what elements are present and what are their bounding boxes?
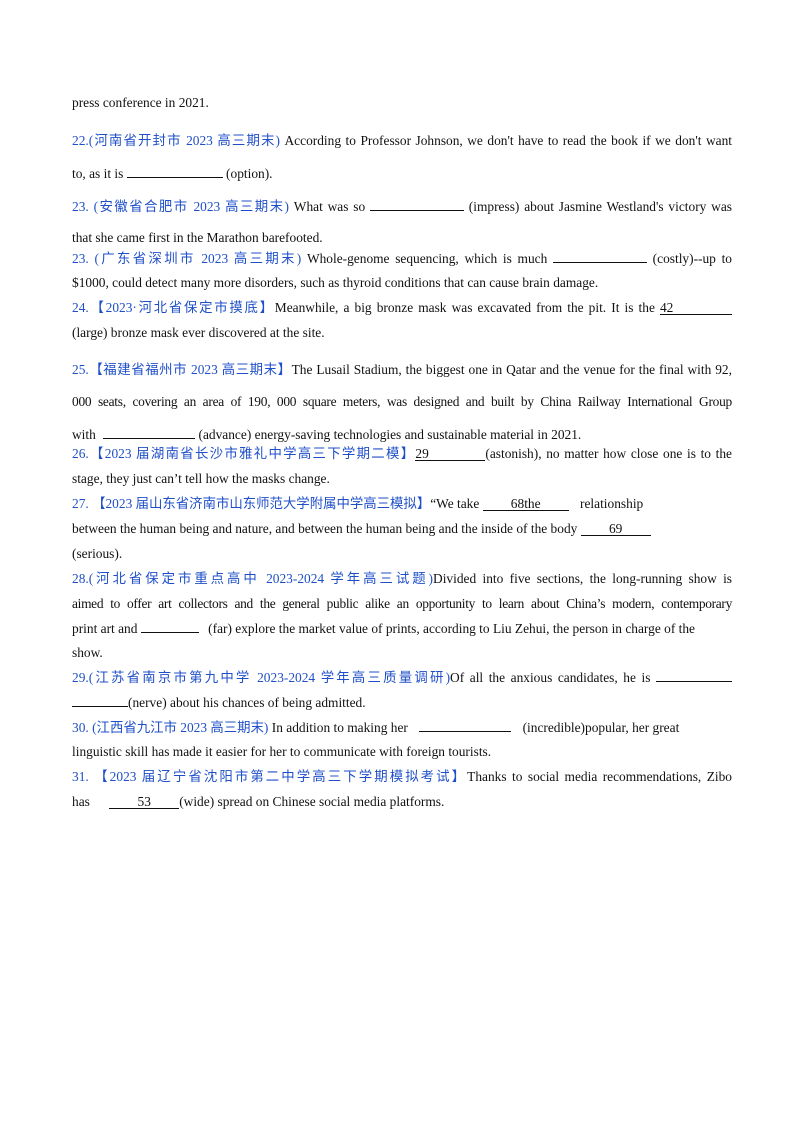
question-source: (河北省保定市重点高中 2023-2024 学年高三试题) bbox=[88, 571, 434, 586]
question-24-line-1: 24.【2023·河北省保定市摸底】Meanwhile, a big bronz… bbox=[72, 299, 732, 317]
question-23b-line-2: $1000, could detect many more disorders,… bbox=[72, 275, 599, 290]
question-text: Of all the anxious candidates, he is bbox=[450, 670, 656, 685]
question-number: 31. bbox=[72, 769, 95, 784]
question-23b-line-1: 23. (广东省深圳市 2023 高三期末) Whole-genome sequ… bbox=[72, 249, 732, 268]
question-text: (option). bbox=[222, 166, 273, 181]
question-number: 30. bbox=[72, 720, 93, 735]
question-number: 24. bbox=[72, 300, 89, 315]
question-source: 【2023 届辽宁省沈阳市第二中学高三下学期模拟考试】 bbox=[94, 769, 468, 784]
question-source: 【福建省福州市 2023 高三期末】 bbox=[88, 362, 292, 377]
question-source: 【2023 届山东省济南市山东师范大学附属中学高三模拟】 bbox=[92, 496, 431, 511]
question-text: print art and bbox=[72, 621, 141, 636]
question-text: (far) explore the market value of prints… bbox=[204, 621, 695, 636]
question-number: 26. bbox=[72, 446, 89, 461]
question-text: Whole-genome sequencing, which is much bbox=[301, 251, 553, 266]
question-29-line-2: (nerve) about his chances of being admit… bbox=[72, 693, 732, 712]
question-number: 25. bbox=[72, 362, 89, 377]
question-text: What was so bbox=[288, 199, 370, 214]
question-source: (安徽省合肥市 2023 高三期末) bbox=[93, 199, 289, 214]
question-text: Divided into five sections, the long-run… bbox=[433, 571, 732, 586]
question-28-line-3: print art and (far) explore the market v… bbox=[72, 619, 732, 638]
question-text: Meanwhile, a big bronze mask was excavat… bbox=[274, 300, 660, 315]
question-text: to, as it is bbox=[72, 166, 127, 181]
question-text: “We take bbox=[430, 496, 483, 511]
question-25-line-3: with (advance) energy-saving technologie… bbox=[72, 425, 732, 444]
question-25-line-2: 000 seats, covering an area of 190, 000 … bbox=[72, 394, 732, 409]
question-source: (江苏省南京市第九中学 2023-2024 学年高三质量调研) bbox=[88, 670, 451, 685]
question-30-line-1: 30. (江西省九江市 2023 高三期末) In addition to ma… bbox=[72, 718, 732, 737]
answer-blank[interactable] bbox=[126, 164, 223, 178]
question-29-line-1: 29.(江苏省南京市第九中学 2023-2024 学年高三质量调研)Of all… bbox=[72, 668, 732, 687]
question-source: 【2023·河北省保定市摸底】 bbox=[88, 300, 275, 315]
question-text: Thanks to social media recommendations, … bbox=[467, 769, 732, 784]
question-text: (astonish), no matter how close one is t… bbox=[485, 446, 732, 461]
question-26-line-2: stage, they just can’t tell how the mask… bbox=[72, 471, 330, 486]
question-source: (河南省开封市 2023 高三期末) bbox=[88, 133, 281, 148]
answer-blank[interactable]: 69 bbox=[580, 522, 651, 536]
question-28-line-4: show. bbox=[72, 645, 103, 660]
question-number: 23. bbox=[72, 199, 94, 214]
question-31-line-2: has 53(wide) spread on Chinese social me… bbox=[72, 793, 732, 811]
question-25-line-1: 25.【福建省福州市 2023 高三期末】The Lusail Stadium,… bbox=[72, 361, 732, 379]
question-number: 27. bbox=[72, 496, 93, 511]
question-22-line-2: to, as it is (option). bbox=[72, 164, 732, 183]
question-27-line-2: between the human being and nature, and … bbox=[72, 520, 732, 538]
question-24-line-2: (large) bronze mask ever discovered at t… bbox=[72, 325, 325, 340]
question-26-line-1: 26.【2023 届湖南省长沙市雅礼中学高三下学期二模】29(astonish)… bbox=[72, 445, 732, 463]
answer-blank[interactable]: 29 bbox=[415, 447, 486, 461]
answer-blank[interactable] bbox=[103, 425, 196, 439]
answer-blank[interactable] bbox=[140, 619, 199, 633]
question-31-line-1: 31. 【2023 届辽宁省沈阳市第二中学高三下学期模拟考试】Thanks to… bbox=[72, 768, 732, 786]
question-number: 22. bbox=[72, 133, 89, 148]
question-number: 29. bbox=[72, 670, 89, 685]
question-text: (nerve) about his chances of being admit… bbox=[128, 695, 366, 710]
question-text: between the human being and nature, and … bbox=[72, 521, 581, 536]
question-number: 28. bbox=[72, 571, 89, 586]
question-28-line-2: aimed to offer art collectors and the ge… bbox=[72, 596, 732, 611]
question-23a-line-2: that she came first in the Marathon bare… bbox=[72, 230, 323, 245]
question-28-line-1: 28.(河北省保定市重点高中 2023-2024 学年高三试题)Divided … bbox=[72, 570, 732, 588]
question-text: relationship bbox=[576, 496, 644, 511]
answer-blank[interactable]: 42 bbox=[659, 301, 732, 315]
question-text: (advance) energy-saving technologies and… bbox=[195, 427, 582, 442]
question-text: with bbox=[72, 427, 100, 442]
question-27-line-3: (serious). bbox=[72, 546, 123, 561]
answer-blank[interactable] bbox=[369, 197, 464, 211]
question-text: (costly)--up to bbox=[646, 251, 732, 266]
question-23a-line-1: 23. (安徽省合肥市 2023 高三期末) What was so (impr… bbox=[72, 197, 732, 216]
question-text: has bbox=[72, 794, 94, 809]
answer-blank[interactable] bbox=[655, 668, 732, 682]
answer-blank[interactable]: 68the bbox=[482, 497, 569, 511]
answer-blank-continued[interactable] bbox=[72, 693, 128, 707]
answer-blank[interactable] bbox=[419, 718, 512, 732]
answer-blank[interactable] bbox=[552, 249, 647, 263]
question-source: (广东省深圳市 2023 高三期末) bbox=[94, 251, 302, 266]
intro-tail: press conference in 2021. bbox=[72, 95, 209, 110]
question-text: The Lusail Stadium, the biggest one in Q… bbox=[291, 362, 732, 377]
question-source: (江西省九江市 2023 高三期末) bbox=[92, 720, 269, 735]
question-number: 23. bbox=[72, 251, 95, 266]
question-text: According to Professor Johnson, we don't… bbox=[280, 133, 733, 148]
question-30-line-2: linguistic skill has made it easier for … bbox=[72, 744, 492, 759]
question-text: In addition to making her bbox=[268, 720, 412, 735]
question-text: (incredible)popular, her great bbox=[519, 720, 680, 735]
question-text: (wide) spread on Chinese social media pl… bbox=[179, 794, 445, 809]
question-27-line-1: 27. 【2023 届山东省济南市山东师范大学附属中学高三模拟】“We take… bbox=[72, 495, 732, 513]
answer-blank[interactable]: 53 bbox=[109, 795, 180, 809]
question-source: 【2023 届湖南省长沙市雅礼中学高三下学期二模】 bbox=[88, 446, 416, 461]
question-22-line-1: 22.(河南省开封市 2023 高三期末) According to Profe… bbox=[72, 132, 732, 150]
question-text: (impress) about Jasmine Westland's victo… bbox=[463, 199, 732, 214]
